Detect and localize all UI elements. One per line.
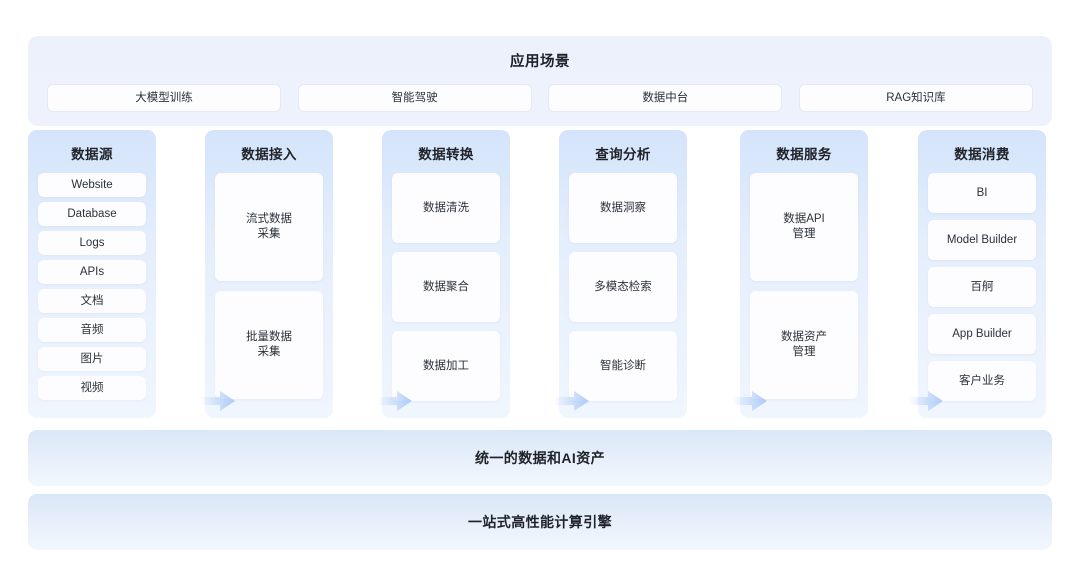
stage-item[interactable]: Model Builder (928, 220, 1036, 260)
pipeline-stage-data-consumption[interactable]: 数据消费 BI Model Builder 百舸 App Builder 客户业… (918, 130, 1046, 418)
stage-title: 查询分析 (595, 147, 651, 162)
stage-item[interactable]: 多模态检索 (569, 252, 677, 322)
arrow-right-icon (908, 390, 944, 412)
stage-item[interactable]: 图片 (38, 347, 146, 371)
arrow-right-icon (377, 390, 413, 412)
stage-title: 数据服务 (776, 147, 832, 162)
stage-item[interactable]: 数据清洗 (392, 173, 500, 243)
stage-item[interactable]: 文档 (38, 289, 146, 313)
stage-item[interactable]: 数据API 管理 (750, 173, 858, 281)
arrow-right-icon (554, 390, 590, 412)
pipeline-stage-data-ingestion[interactable]: 数据接入 流式数据 采集 批量数据 采集 (205, 130, 333, 418)
pipeline-stage-data-transformation[interactable]: 数据转换 数据清洗 数据聚合 数据加工 (382, 130, 510, 418)
foundation-bar-data-ai-assets[interactable]: 统一的数据和AI资产 (28, 430, 1052, 486)
stage-item[interactable]: 音频 (38, 318, 146, 342)
arrow-right-icon (732, 390, 768, 412)
stage-item[interactable]: 批量数据 采集 (215, 291, 323, 399)
stage-item[interactable]: Database (38, 202, 146, 226)
pipeline-stage-data-source[interactable]: 数据源 Website Database Logs APIs 文档 音频 图片 … (28, 130, 156, 418)
stage-item[interactable]: 客户业务 (928, 361, 1036, 401)
pipeline-stage-data-service[interactable]: 数据服务 数据API 管理 数据资产 管理 (740, 130, 868, 418)
stage-title: 数据转换 (418, 147, 474, 162)
stage-item[interactable]: 流式数据 采集 (215, 173, 323, 281)
stage-item[interactable]: App Builder (928, 314, 1036, 354)
application-scenarios-banner: 应用场景 大模型训练 智能驾驶 数据中台 RAG知识库 (28, 36, 1052, 126)
scenario-chip[interactable]: 智能驾驶 (298, 85, 531, 111)
stage-title: 数据源 (71, 147, 113, 162)
stage-item[interactable]: BI (928, 173, 1036, 213)
arrow-right-icon (200, 390, 236, 412)
foundation-bar-compute-engine[interactable]: 一站式高性能计算引擎 (28, 494, 1052, 550)
scenario-chip[interactable]: RAG知识库 (799, 85, 1032, 111)
stage-item[interactable]: 数据加工 (392, 331, 500, 401)
stage-title: 数据消费 (954, 147, 1010, 162)
pipeline-columns: 数据源 Website Database Logs APIs 文档 音频 图片 … (28, 130, 1052, 418)
scenario-chip-row: 大模型训练 智能驾驶 数据中台 RAG知识库 (48, 85, 1032, 111)
stage-item[interactable]: APIs (38, 260, 146, 284)
banner-title: 应用场景 (510, 54, 570, 70)
pipeline-stage-query-analysis[interactable]: 查询分析 数据洞察 多模态检索 智能诊断 (559, 130, 687, 418)
stage-title: 数据接入 (241, 147, 297, 162)
stage-item[interactable]: 视频 (38, 376, 146, 400)
stage-item[interactable]: 智能诊断 (569, 331, 677, 401)
stage-item[interactable]: Website (38, 173, 146, 197)
stage-item[interactable]: 百舸 (928, 267, 1036, 307)
stage-item[interactable]: 数据洞察 (569, 173, 677, 243)
scenario-chip[interactable]: 大模型训练 (48, 85, 280, 111)
stage-item[interactable]: 数据资产 管理 (750, 291, 858, 399)
stage-item[interactable]: 数据聚合 (392, 252, 500, 322)
stage-item[interactable]: Logs (38, 231, 146, 255)
scenario-chip[interactable]: 数据中台 (549, 85, 782, 111)
